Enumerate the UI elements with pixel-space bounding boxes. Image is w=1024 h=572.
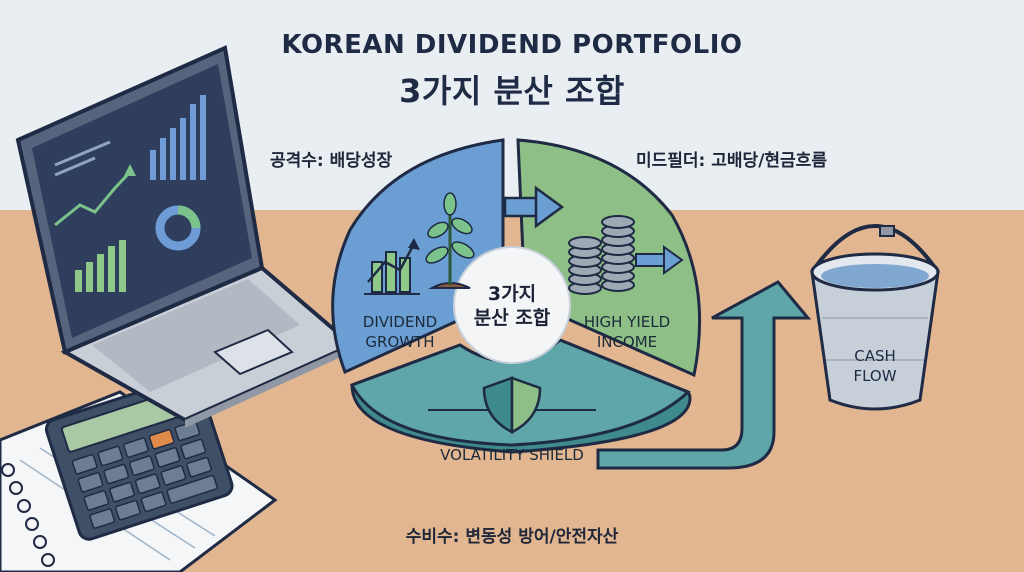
bucket-line-2: FLOW bbox=[853, 367, 897, 385]
label-defense: 수비수: 변동성 방어/안전자산 bbox=[405, 527, 619, 547]
coin-stack-icon bbox=[568, 215, 635, 295]
growth-line-2: GROWTH bbox=[365, 333, 435, 351]
income-label: HIGH YIELD INCOME bbox=[572, 312, 682, 352]
bar-growth-icon bbox=[364, 238, 420, 295]
center-label: 3가지 분산 조합 bbox=[462, 282, 562, 330]
bucket-icon bbox=[810, 224, 940, 411]
bucket-line-1: CASH bbox=[854, 347, 896, 365]
center-line-1: 3가지 bbox=[487, 283, 537, 305]
income-line-2: INCOME bbox=[596, 333, 658, 351]
label-offense: 공격수: 배당성장 bbox=[270, 151, 393, 171]
laptop-icon bbox=[15, 45, 356, 428]
income-line-1: HIGH YIELD bbox=[583, 313, 671, 331]
growth-label: DIVIDEND GROWTH bbox=[352, 312, 448, 352]
title-ko: 3가지 분산 조합 bbox=[399, 72, 625, 110]
center-line-2: 분산 조합 bbox=[473, 307, 551, 329]
arrow-icon bbox=[596, 280, 812, 470]
growth-line-1: DIVIDEND bbox=[362, 313, 438, 331]
shield-icon bbox=[428, 376, 596, 435]
center-circle bbox=[453, 246, 571, 364]
bucket-label: CASH FLOW bbox=[832, 346, 918, 386]
plant-icon bbox=[425, 192, 475, 289]
title-en: KOREAN DIVIDEND PORTFOLIO bbox=[281, 30, 743, 60]
shield-label: VOLATILITY SHIELD bbox=[440, 446, 584, 464]
label-midfielder: 미드필더: 고배당/현금흐름 bbox=[636, 151, 827, 171]
arrow-icon bbox=[503, 185, 565, 229]
arrow-icon bbox=[635, 245, 684, 275]
pie-diagram bbox=[331, 138, 702, 454]
